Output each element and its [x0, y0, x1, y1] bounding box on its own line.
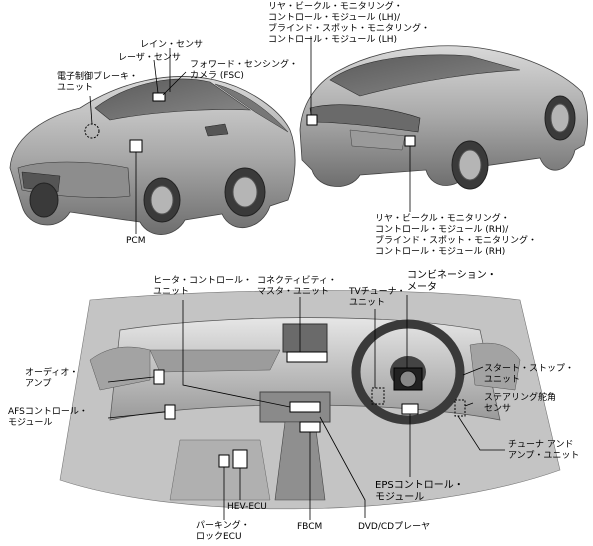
- audio-amp-marker: [153, 369, 165, 385]
- afs-control-leader: [107, 411, 166, 419]
- connectivity-master-marker: [286, 351, 328, 363]
- steering-angle-label: ステアリング舵角 センサ: [484, 393, 557, 414]
- laser-sensor-label: レーザ・センサ: [118, 53, 181, 63]
- heater-control-marker: [289, 401, 321, 413]
- rain-sensor-label: レイン・センサ: [140, 40, 204, 50]
- pcm-marker: [129, 139, 143, 153]
- audio-amp-label: オーディオ・ アンプ: [25, 368, 79, 389]
- hev-ecu-label: HEV-ECU: [227, 502, 267, 512]
- afs-control-marker: [164, 404, 176, 420]
- forward-camera-label: フォワード・センシング・ カメラ (FSC): [190, 60, 299, 81]
- connectivity-master-label: コネクティビティ・ マスタ・ユニット: [257, 276, 337, 297]
- eps-control-label: EPSコントロール・ モジュール: [375, 480, 464, 503]
- steering-angle-leader: [464, 402, 474, 407]
- combination-meter-label: コンビネーション・ メータ: [407, 270, 497, 293]
- brake-unit-leader: [89, 95, 93, 125]
- dvd-player-leader: [319, 416, 366, 518]
- rear-monitor-lh-label: リヤ・ビークル・モニタリング・ コントロール・モジュール (LH)/ ブラインド…: [268, 2, 431, 45]
- steering-angle-marker: [454, 399, 466, 417]
- fbcm-label: FBCM: [297, 522, 323, 532]
- forward-camera-leader: [162, 71, 187, 96]
- dvd-player-label: DVD/CDプレーヤ: [358, 522, 431, 532]
- forward-camera-marker: [152, 92, 166, 102]
- pcm-label: PCM: [126, 236, 146, 246]
- tv-tuner-label: TVチューナ・ ユニット: [349, 287, 406, 308]
- rear-car: [299, 45, 588, 190]
- tuner-amp-label: チューナ アンド アンプ・ユニット: [508, 440, 580, 461]
- laser-sensor-leader: [153, 59, 159, 94]
- tuner-amp-leader: [457, 415, 505, 451]
- heater-control-label: ヒータ・コントロール・ ユニット: [153, 276, 253, 297]
- fbcm-marker: [299, 421, 321, 433]
- interior: [59, 290, 561, 510]
- parking-lock-label: パーキング・ ロックECU: [196, 521, 250, 542]
- brake-unit-label: 電子制御ブレーキ・ ユニット: [57, 72, 139, 93]
- rear-monitor-rh-label: リヤ・ビークル・モニタリング・ コントロール・モジュール (RH)/ ブラインド…: [375, 214, 538, 257]
- parking-lock-marker: [218, 454, 230, 468]
- leader-lines: [89, 36, 505, 520]
- front-car: [9, 76, 296, 235]
- audio-amp-leader: [107, 376, 155, 383]
- afs-control-label: AFSコントロール・ モジュール: [8, 407, 88, 428]
- eps-control-marker: [401, 403, 419, 415]
- rear-monitor-rh-marker: [404, 135, 416, 147]
- heater-control-leader: [182, 300, 291, 408]
- rear-monitor-lh-marker: [306, 114, 318, 126]
- start-stop-leader: [462, 366, 484, 376]
- hev-ecu-marker: [232, 449, 248, 469]
- start-stop-label: スタート・ストップ・ ユニット: [484, 364, 575, 385]
